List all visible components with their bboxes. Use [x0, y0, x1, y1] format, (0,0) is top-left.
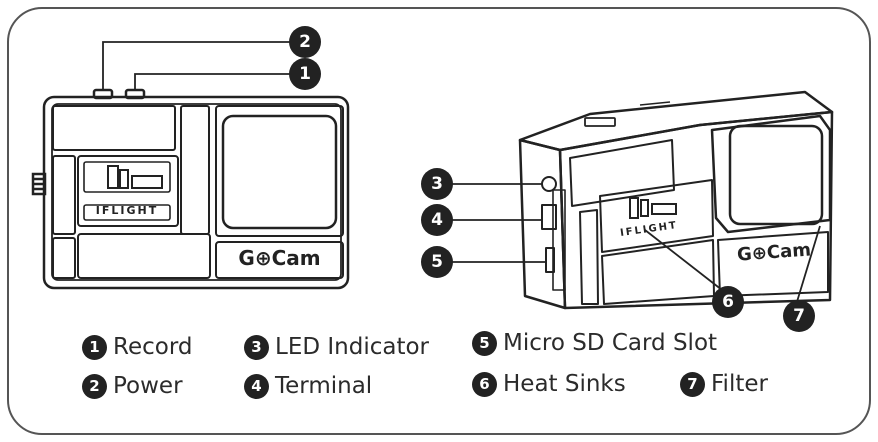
legend-num: 2: [82, 373, 107, 399]
leader-6: [644, 229, 723, 291]
front-iflight-logo: [107, 165, 163, 189]
callout-leaders: [102, 41, 821, 306]
legend-item-filter: 7 Filter: [680, 371, 768, 397]
legend-label: Record: [113, 334, 193, 360]
filter-lens: [728, 124, 824, 226]
side-iflight-logo: [629, 197, 677, 219]
callout-badge-5: 5: [421, 246, 453, 278]
legend-item-terminal: 4 Terminal: [244, 373, 372, 399]
legend-item-power: 2 Power: [82, 373, 183, 399]
callout-badge-2: 2: [289, 26, 321, 58]
legend-num: 7: [680, 371, 705, 397]
front-body: [42, 95, 350, 290]
legend-num: 3: [244, 334, 269, 360]
legend-item-record: 1 Record: [82, 334, 192, 360]
legend-num: 4: [244, 373, 269, 399]
legend-label: Terminal: [275, 373, 373, 399]
callout-badge-4: 4: [421, 204, 453, 236]
leader-7: [795, 225, 821, 306]
legend-num: 6: [472, 371, 497, 397]
callout-badge-1: 1: [289, 58, 321, 90]
callout-badge-6: 6: [712, 286, 744, 318]
legend-num: 1: [82, 334, 107, 360]
leader-1: [134, 73, 290, 90]
legend-label: LED Indicator: [275, 334, 430, 360]
front-lens-window: [221, 114, 338, 230]
legend-label: Filter: [711, 371, 768, 397]
side-view-camera: [518, 90, 834, 310]
leader-2: [102, 41, 290, 90]
sd-card-slot: [545, 247, 555, 273]
legend-item-heat-sinks: 6 Heat Sinks: [472, 371, 626, 397]
led-indicator: [541, 176, 557, 192]
callout-badge-3: 3: [421, 168, 453, 200]
callout-badge-7: 7: [783, 300, 815, 332]
front-brand-logo-text: IFLIGHT: [95, 204, 159, 217]
front-view-camera: [31, 88, 350, 290]
legend-item-micro-sd-card-slot: 5 Micro SD Card Slot: [472, 330, 717, 356]
terminal-port: [541, 204, 557, 230]
legend-label: Power: [113, 373, 183, 399]
legend-label: Heat Sinks: [503, 371, 626, 397]
legend-label: Micro SD Card Slot: [503, 330, 718, 356]
front-product-logo-text: G⊕Cam: [238, 246, 321, 270]
legend-item-led-indicator: 3 LED Indicator: [244, 334, 429, 360]
legend-num: 5: [472, 330, 497, 356]
